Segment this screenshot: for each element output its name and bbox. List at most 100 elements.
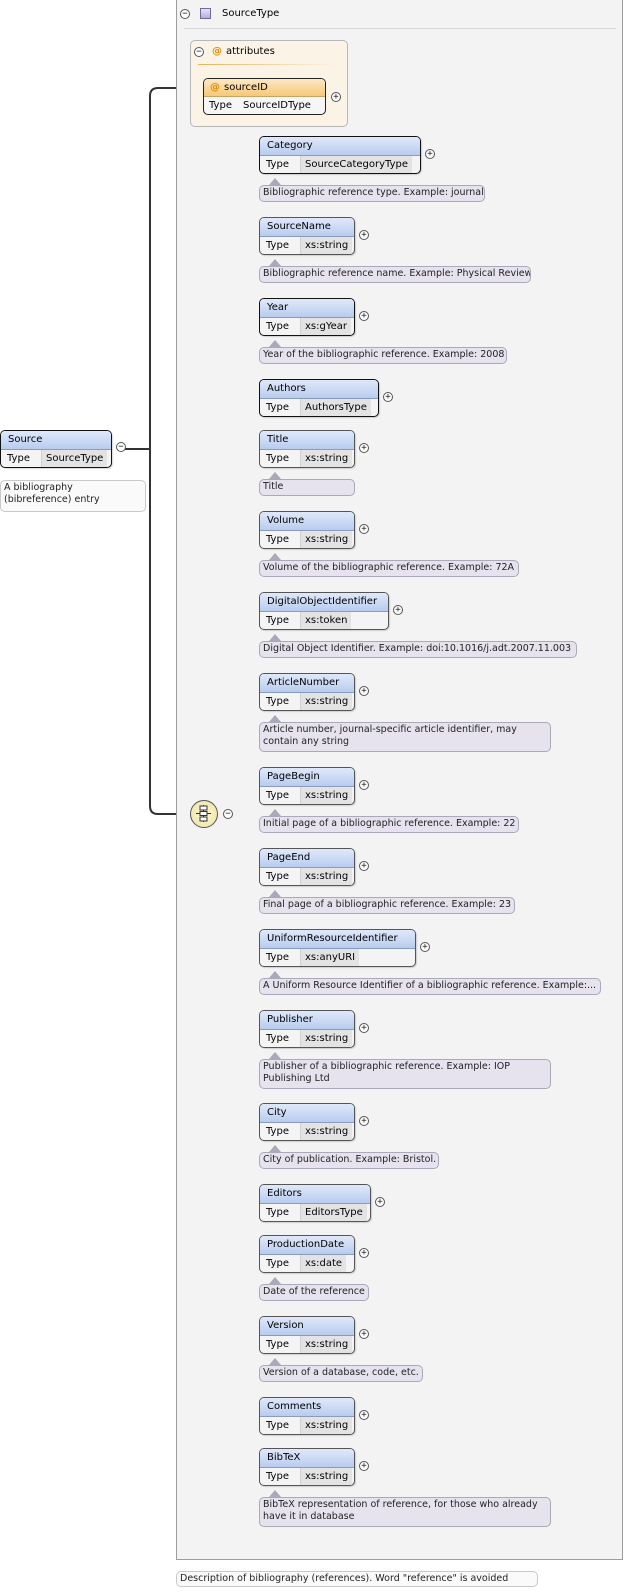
element-expand-toggle[interactable]: +	[359, 311, 369, 321]
documentation-pointer	[269, 259, 281, 266]
element-type-value: xs:string	[300, 1417, 353, 1434]
element-expand-toggle[interactable]: +	[420, 942, 430, 952]
element-documentation: Final page of a bibliographic reference.…	[259, 897, 515, 914]
element-expand-toggle[interactable]: +	[359, 686, 369, 696]
documentation-pointer	[269, 890, 281, 897]
element-expand-toggle[interactable]: +	[359, 1329, 369, 1339]
complex-type-header-divider	[184, 28, 616, 29]
element-expand-toggle[interactable]: +	[359, 1116, 369, 1126]
documentation-pointer	[269, 1145, 281, 1152]
attributes-connector	[149, 87, 203, 449]
documentation-pointer	[269, 340, 281, 347]
complex-type-collapse-toggle[interactable]: −	[180, 9, 190, 19]
element-expand-toggle[interactable]: +	[383, 392, 393, 402]
documentation-pointer	[269, 1358, 281, 1365]
element-type-value: xs:string	[300, 1030, 353, 1047]
element-expand-toggle[interactable]: +	[359, 1023, 369, 1033]
element-name: Volume	[260, 512, 354, 531]
element-type-label: Type	[266, 1126, 289, 1137]
attribute-type-value: SourceIDType	[243, 100, 311, 111]
element-name: Comments	[260, 1398, 354, 1417]
documentation-pointer	[269, 809, 281, 816]
element-documentation: Publisher of a bibliographic reference. …	[259, 1059, 551, 1089]
element-name: PageBegin	[260, 768, 354, 787]
element-name: Category	[260, 137, 420, 156]
root-element-name: Source	[1, 431, 111, 450]
element-expand-toggle[interactable]: +	[425, 149, 435, 159]
attributes-collapse-toggle[interactable]: −	[194, 47, 204, 57]
complex-type-icon	[200, 8, 211, 19]
element-expand-toggle[interactable]: +	[359, 524, 369, 534]
element-documentation: Date of the reference	[259, 1284, 369, 1301]
element-type-value: xs:string	[300, 531, 353, 548]
element-documentation: Volume of the bibliographic reference. E…	[259, 560, 519, 577]
sequence-collapse-toggle[interactable]: −	[223, 809, 233, 819]
element-expand-toggle[interactable]: +	[359, 861, 369, 871]
element-type-value: SourceCategoryType	[300, 156, 412, 173]
element-expand-toggle[interactable]: +	[359, 1248, 369, 1258]
element-type-value: xs:string	[300, 693, 353, 710]
documentation-pointer	[269, 1490, 281, 1497]
element-name: Authors	[260, 380, 378, 399]
root-collapse-toggle[interactable]: −	[116, 442, 126, 452]
element-documentation: Initial page of a bibliographic referenc…	[259, 816, 519, 833]
element-type-label: Type	[266, 1339, 289, 1350]
element-type-label: Type	[266, 453, 289, 464]
element-expand-toggle[interactable]: +	[375, 1197, 385, 1207]
element-expand-toggle[interactable]: +	[359, 443, 369, 453]
element-expand-toggle[interactable]: +	[359, 1461, 369, 1471]
root-type-label: Type	[7, 453, 30, 464]
element-documentation: Article number, journal-specific article…	[259, 722, 551, 752]
element-name: City	[260, 1104, 354, 1123]
element-name: Year	[260, 299, 354, 318]
documentation-pointer	[269, 715, 281, 722]
element-type-label: Type	[266, 240, 289, 251]
element-type-value: xs:string	[300, 1336, 353, 1353]
element-type-label: Type	[266, 952, 289, 963]
element-documentation: Title	[259, 479, 355, 496]
element-expand-toggle[interactable]: +	[359, 230, 369, 240]
attribute-expand-toggle[interactable]: +	[331, 92, 341, 102]
sequence-compositor-icon[interactable]	[190, 800, 218, 828]
element-name: Title	[260, 431, 354, 450]
attribute-name: sourceID	[224, 82, 268, 93]
element-type-value: xs:string	[300, 1468, 353, 1485]
element-documentation: City of publication. Example: Bristol.	[259, 1152, 439, 1169]
documentation-pointer	[269, 1052, 281, 1059]
element-expand-toggle[interactable]: +	[359, 780, 369, 790]
element-type-label: Type	[266, 402, 289, 413]
element-name: Editors	[260, 1185, 370, 1204]
element-expand-toggle[interactable]: +	[393, 605, 403, 615]
element-name: PageEnd	[260, 849, 354, 868]
element-type-value: xs:token	[300, 612, 352, 629]
attributes-title: @attributes	[212, 45, 275, 59]
element-type-label: Type	[266, 1207, 289, 1218]
element-expand-toggle[interactable]: +	[359, 1410, 369, 1420]
element-type-label: Type	[266, 1258, 289, 1269]
